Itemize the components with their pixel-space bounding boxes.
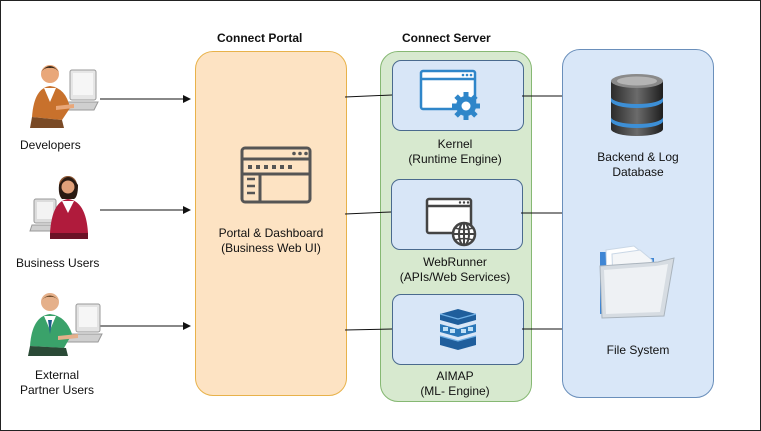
aimap-label-line2: (ML- Engine) [420, 384, 490, 398]
webrunner-label-line2: (APIs/Web Services) [399, 270, 511, 284]
portal-dashboard-label: Portal & Dashboard (Business Web UI) [195, 226, 347, 256]
browser-window-icon [240, 146, 312, 204]
webrunner-label: WebRunner (APIs/Web Services) [380, 255, 530, 285]
connect-server-heading: Connect Server [402, 31, 491, 45]
database-label-line1: Backend & Log [597, 150, 679, 164]
portal-kernel-line [344, 94, 393, 98]
kernel-label-line2: (Runtime Engine) [408, 152, 502, 166]
developers-label: Developers [20, 138, 81, 152]
partner-label-line1: External [35, 368, 80, 382]
connect-portal-panel [195, 51, 347, 396]
database-icon [611, 74, 663, 136]
layered-cube-icon [439, 309, 477, 350]
portal-label-line2: (Business Web UI) [221, 241, 321, 255]
database-label-line2: Database [612, 165, 664, 179]
business-users-label: Business Users [16, 256, 100, 270]
partner-label-line2: Partner Users [20, 383, 95, 397]
window-globe-icon [425, 197, 477, 247]
file-system-label: File System [606, 343, 670, 357]
developer-person-icon [30, 65, 99, 128]
connect-portal-heading: Connect Portal [217, 31, 303, 45]
business-person-icon [29, 176, 88, 239]
aimap-label: AIMAP (ML- Engine) [380, 369, 530, 399]
aimap-box [392, 294, 524, 365]
partner-person-icon [28, 293, 103, 356]
partner-users-label: External Partner Users [20, 368, 94, 398]
kernel-label-line1: Kernel [437, 137, 473, 151]
aimap-label-line1: AIMAP [436, 369, 474, 383]
folder-icon [599, 245, 675, 319]
webrunner-label-line1: WebRunner [423, 255, 487, 269]
kernel-label: Kernel (Runtime Engine) [380, 137, 530, 167]
database-label: Backend & Log Database [562, 150, 714, 180]
portal-aimap-line [344, 328, 393, 331]
portal-label-line1: Portal & Dashboard [218, 226, 324, 240]
portal-webrunner-line [344, 211, 392, 215]
window-gear-icon [419, 69, 480, 120]
